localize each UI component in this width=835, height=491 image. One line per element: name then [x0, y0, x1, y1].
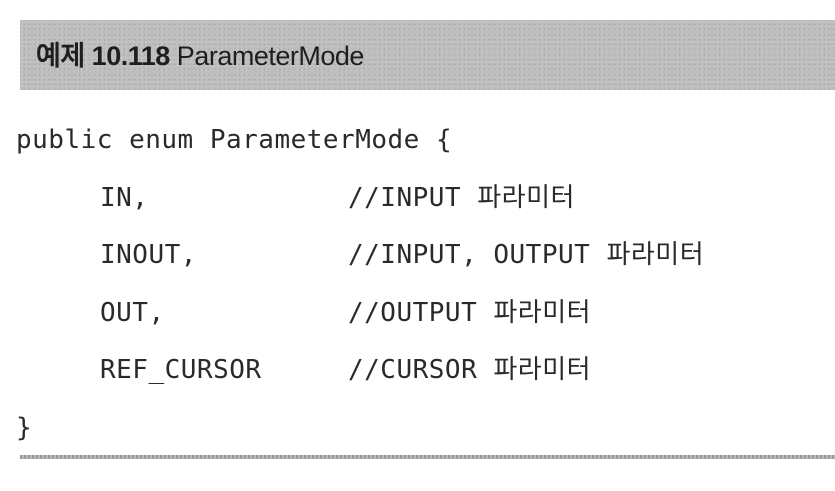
enum-member: REF_CURSOR: [100, 355, 262, 385]
bottom-divider: [20, 455, 835, 459]
example-name: ParameterMode: [176, 41, 365, 71]
code-comment: //INPUT, OUTPUT 파라미터: [348, 240, 705, 270]
code-comment: //INPUT 파라미터: [348, 182, 575, 213]
code-declaration: public enum ParameterMode {: [16, 125, 453, 155]
code-closing-brace: }: [16, 412, 33, 443]
example-label: 예제 10.118: [36, 41, 170, 71]
enum-member: IN,: [100, 182, 149, 213]
example-header: 예제 10.118 ParameterMode: [20, 20, 835, 90]
code-line-ref-cursor: REF_CURSOR //CURSOR 파라미터: [16, 342, 835, 400]
enum-member: INOUT,: [100, 240, 197, 270]
code-block: public enum ParameterMode { IN, //INPUT 파…: [16, 112, 835, 457]
example-title: 예제 10.118 ParameterMode: [36, 34, 364, 73]
code-comment: //OUTPUT 파라미터: [348, 297, 592, 328]
code-line-out: OUT, //OUTPUT 파라미터: [16, 285, 835, 343]
code-line-in: IN, //INPUT 파라미터: [16, 170, 835, 228]
enum-member: OUT,: [100, 297, 165, 328]
code-line-inout: INOUT, //INPUT, OUTPUT 파라미터: [16, 227, 835, 285]
code-comment: //CURSOR 파라미터: [348, 355, 592, 385]
